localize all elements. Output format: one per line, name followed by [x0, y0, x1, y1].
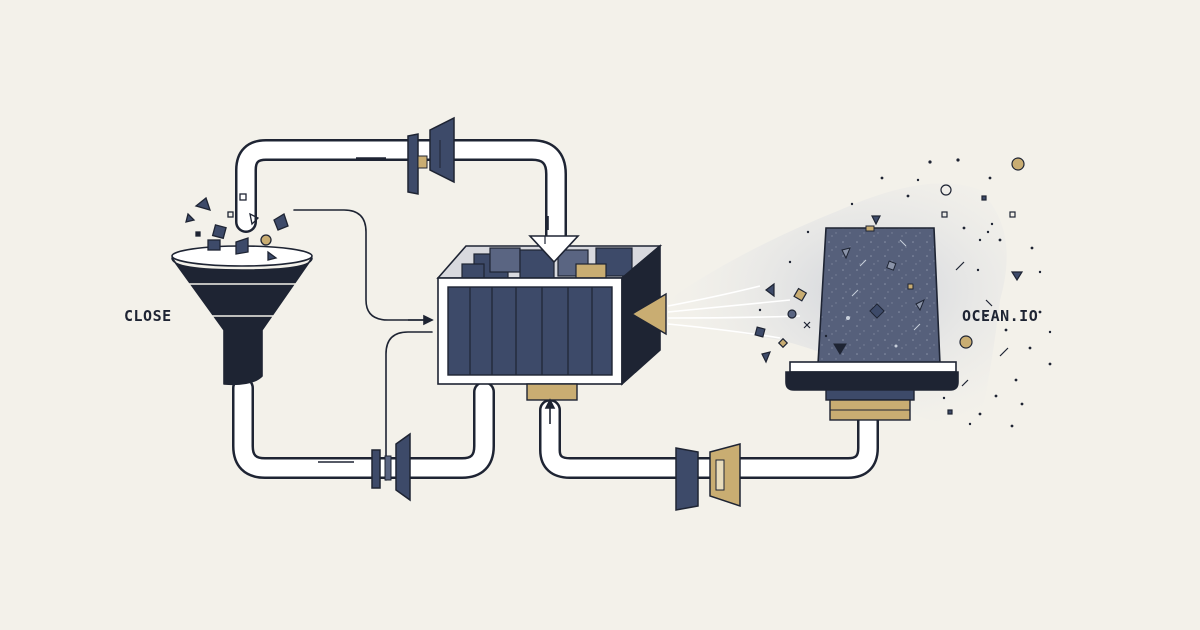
pipes	[232, 139, 879, 481]
pipe-inner-line-2	[385, 331, 433, 481]
arrow-right-icon	[408, 314, 434, 326]
pipe-bottom-right	[539, 399, 879, 479]
bucket-icon	[785, 225, 959, 421]
pipe-inner-line	[293, 209, 433, 321]
valve-top	[407, 116, 455, 195]
valve-bottom-left	[371, 432, 411, 502]
pipe-bottom-left	[232, 377, 495, 479]
scatter-particles	[754, 157, 1025, 415]
funnel-icon	[171, 245, 313, 386]
pipe-top	[235, 139, 567, 247]
pipe-dashes	[318, 157, 386, 463]
label-ocean-io: OCEAN.IO	[962, 307, 1039, 325]
label-close: CLOSE	[124, 307, 172, 325]
valve-bottom-right	[675, 443, 741, 511]
processing-box-icon	[436, 244, 667, 401]
funnel-particles	[185, 193, 289, 261]
arrow-down-icon	[528, 216, 580, 264]
arrow-up-icon	[544, 398, 556, 424]
scatter-dots	[758, 158, 1052, 428]
stream-lines	[667, 285, 801, 339]
